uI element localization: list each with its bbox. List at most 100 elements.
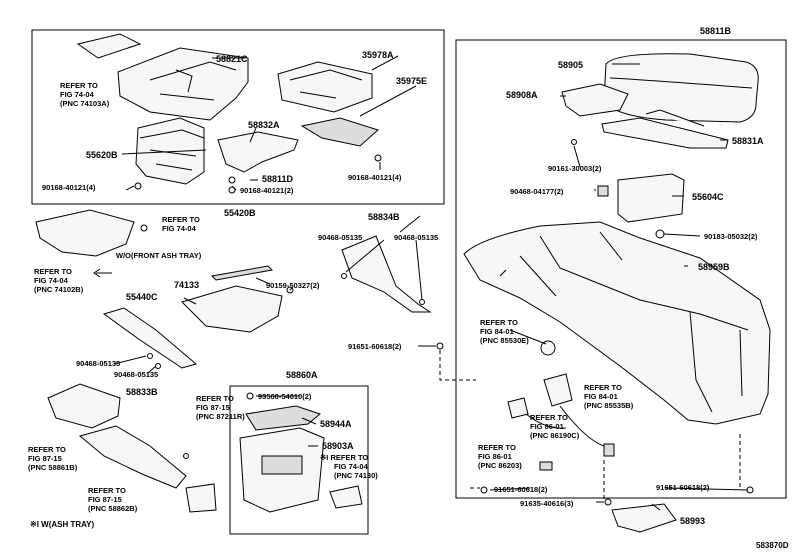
socket-icon [540, 340, 556, 356]
dashed-reference-lines [439, 350, 741, 500]
clip-90468-05135d: 90468-05135 [114, 370, 158, 379]
screw-icon [228, 186, 236, 194]
refer-note-85535B: REFER TO FIG 84-01 (PNC 85535B) [584, 383, 634, 410]
clip-90468-05135b: 90468-05135 [394, 233, 438, 242]
vent-grille [261, 455, 303, 475]
left-arrow-icon [93, 268, 112, 278]
clip-icon [341, 273, 347, 279]
refer-note-74102B: REFER TO FIG 74-04 (PNC 74102B) [34, 267, 84, 294]
refer-note-74130: ※I REFER TO FIG 74-04 (PNC 74130) [320, 453, 378, 480]
bracket-58832A [217, 131, 299, 173]
clip-90468-05135c: 90468-05135 [76, 359, 120, 368]
label-74133: 74133 [174, 280, 199, 290]
connector-86190C [507, 397, 529, 419]
label-35978A: 35978A [362, 50, 394, 60]
bolt-91651-60618c: 91651-60618(2) [656, 483, 710, 492]
screw-icon [436, 342, 444, 350]
refer-note-58862B: REFER TO FIG 87-15 (PNC 58862B) [88, 486, 138, 513]
tray-55440C [181, 285, 283, 333]
wire-harness [525, 405, 605, 447]
armrest-lid-58905 [603, 53, 759, 123]
box-55620B [135, 117, 205, 185]
bolt-90168-40121-4b: 90168-40121(4) [348, 173, 402, 182]
bolt-90168-40121-2: 90168-40121(2) [240, 186, 294, 195]
console-panel-58821C [117, 47, 249, 121]
bolt-90468-04177: 90468-04177(2) [510, 187, 564, 196]
part-58944A [245, 405, 322, 431]
bolt-90159-50327: 90159-50327(2) [266, 281, 320, 290]
bolt-91651-60618b: 91651-60618(2) [494, 485, 548, 494]
clip-icon [147, 353, 153, 359]
bracket-35978A [277, 61, 373, 113]
trim-58833B [102, 307, 198, 369]
armrest-seam [609, 77, 753, 89]
bracket-detail [289, 69, 363, 99]
label-58821C: 58821C [216, 54, 248, 64]
screw-icon [140, 224, 148, 232]
console-body [463, 221, 771, 425]
label-55604C: 55604C [692, 192, 724, 202]
duct-58862B [78, 425, 187, 489]
clip-90468-05135a: 90468-05135 [318, 233, 362, 242]
label-55440C: 55440C [126, 292, 158, 302]
leader-lines [113, 55, 749, 511]
screw-icon [246, 392, 254, 400]
bracket-58993 [611, 503, 677, 533]
screw-icon [604, 498, 612, 506]
refer-note-85530E: REFER TO FIG 84-01 (PNC 85530E) [480, 318, 529, 345]
box-55604C [617, 173, 685, 223]
trim-58831A [601, 117, 729, 149]
screw-icon [228, 176, 236, 184]
rear-panel-group-box [229, 385, 369, 535]
strip-74133 [210, 265, 274, 281]
label-58811B: 58811B [700, 26, 732, 36]
upper-console-group-box [31, 29, 445, 205]
bolt-91635-40616: 91635-40616(3) [520, 499, 574, 508]
clip-icon [597, 185, 609, 197]
label-58860A: 58860A [286, 370, 318, 380]
screw-icon [571, 139, 577, 145]
duct-58861B [47, 383, 121, 429]
refer-note-74103A: REFER TO FIG 74-04 (PNC 74103A) [60, 81, 110, 108]
lid-part [76, 33, 142, 59]
screw-icon [134, 182, 142, 190]
label-58959B: 58959B [698, 262, 730, 272]
main-console-group-box [455, 39, 787, 499]
screw-icon [374, 154, 382, 162]
refer-note-86203: REFER TO FIG 86-01 (PNC 86203) [478, 443, 522, 470]
clip-icon [419, 299, 425, 305]
diagram-id: 583870D [756, 541, 789, 550]
label-58834B: 58834B [368, 212, 400, 222]
bracket-74102B [35, 209, 135, 257]
label-58832A: 58832A [248, 120, 280, 130]
clip-icon [155, 363, 161, 369]
plate-35975E [300, 117, 379, 147]
wo-front-ash-tray-note: W/O(FRONT ASH TRAY) [116, 251, 202, 260]
hinge-58908A [561, 83, 629, 117]
panel-58834B [341, 235, 432, 313]
label-58944A: 58944A [320, 419, 352, 429]
console-body-detail [519, 231, 749, 413]
clip-icon [655, 229, 665, 239]
bolt-90161-30003: 90161-30003(2) [548, 164, 602, 173]
label-55420B: 55420B [224, 208, 256, 218]
label-58908A: 58908A [506, 90, 538, 100]
refer-note-74-04: REFER TO FIG 74-04 [162, 215, 202, 233]
label-58905: 58905 [558, 60, 583, 70]
aux-85535B [543, 373, 573, 407]
bolt-91651-60618a: 91651-60618(2) [348, 342, 402, 351]
trim-upper [645, 109, 705, 127]
box-55620B-detail [139, 129, 205, 171]
label-58993: 58993 [680, 516, 705, 526]
label-55620B: 55620B [86, 150, 118, 160]
label-58811D: 58811D [262, 174, 294, 184]
label-58831A: 58831A [732, 136, 764, 146]
label-58903A: 58903A [322, 441, 354, 451]
refer-note-58861B: REFER TO FIG 87-15 (PNC 58861B) [28, 445, 78, 472]
bracket-lower [185, 483, 217, 513]
refer-note-86190C: REFER TO FIG 86-01 (PNC 86190C) [530, 413, 580, 440]
bolt-90168-40121-4a: 90168-40121(4) [42, 183, 96, 192]
footnote: ※I W(ASH TRAY) [30, 520, 95, 529]
bolt-90183-05032: 90183-05032(2) [704, 232, 758, 241]
